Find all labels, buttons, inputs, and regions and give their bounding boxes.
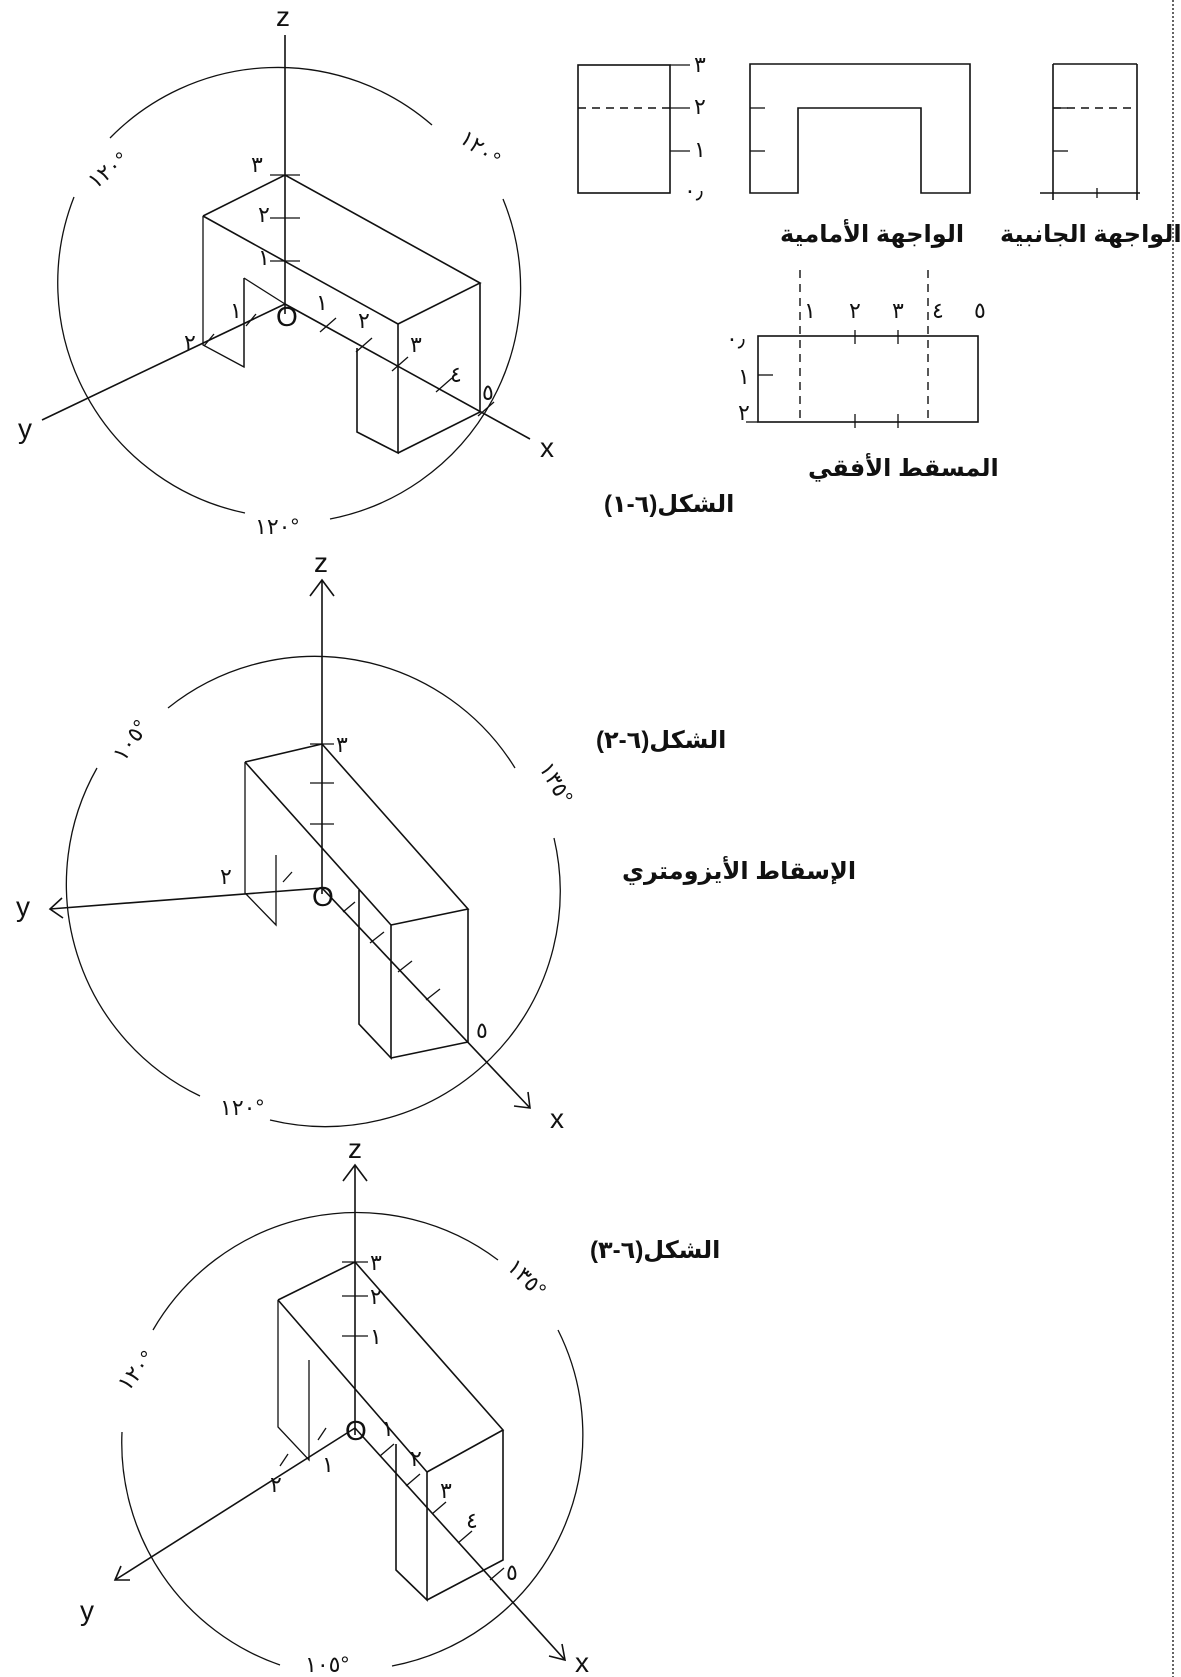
fig3-y-tick-2: ٢ <box>270 1472 282 1497</box>
top-x-tick-4: ٤ <box>932 298 944 323</box>
fig3-x-tick-3: ٣ <box>440 1478 452 1503</box>
fig3-z-tick-2: ٢ <box>370 1284 382 1309</box>
fig1-x-tick-4: ٤ <box>450 362 462 387</box>
figure-1: ١٢٠° ١٢٠° ١٢٠° z x y O ٣ ٢ ١ ١ ٢ ٣ ٤ <box>18 1 734 539</box>
fig2-x-label: x <box>550 1103 564 1134</box>
fig1-y-axis <box>41 303 286 421</box>
front-view-shape <box>749 63 971 194</box>
top-x-tick-2: ٢ <box>849 298 861 323</box>
fig1-x-tick-5: ٥ <box>482 380 494 405</box>
fig3-angle-bottom: ١٠٥° <box>305 1652 349 1677</box>
fig1-y-label: y <box>18 413 32 444</box>
fig1-z-tick-1: ١ <box>258 245 270 270</box>
fig3-z-tick-1: ١ <box>370 1324 382 1349</box>
fig1-caption: الشكل(٦-١) <box>604 491 734 518</box>
side-view-label: الواجهة الجانبية <box>1000 221 1181 248</box>
fig1-angle-bottom: ١٢٠° <box>255 514 299 539</box>
fig2-x-axis <box>321 887 531 1109</box>
fig3-x-axis <box>354 1427 566 1661</box>
isometric-label: الإسقاط الأيزومتري <box>622 856 856 885</box>
fig3-z-tick-3: ٣ <box>370 1250 382 1275</box>
fig2-angle-bottom: ١٢٠° <box>220 1095 264 1120</box>
top-x-tick-1: ١ <box>804 298 816 323</box>
fig1-x-tick-2: ٢ <box>358 308 370 333</box>
fig3-y-label: y <box>80 1595 94 1626</box>
fig3-x-tick-4: ٤ <box>466 1508 478 1533</box>
figure-2: ١٠٥° ١٣٥° ١٢٠° z x y O ٣ ٢ ٥ الشكل(٦-٢) … <box>16 547 856 1134</box>
height-tick-3: ٣ <box>694 52 706 77</box>
fig3-angle-right: ١٣٥° <box>502 1254 551 1303</box>
height-tick-0: ٠٫ <box>684 178 703 203</box>
top-y-tick-1: ١ <box>738 364 750 389</box>
fig3-angle-left: ١٢٠° <box>112 1346 160 1396</box>
fig2-angle-left: ١٠٥° <box>108 715 154 766</box>
fig2-caption: الشكل(٦-٢) <box>596 727 726 754</box>
fig3-z-label: z <box>348 1133 362 1164</box>
fig3-x-label: x <box>575 1647 589 1677</box>
top-y-tick-0: ٠٫ <box>726 326 745 351</box>
top-x-tick-3: ٣ <box>892 298 904 323</box>
fig1-x-tick-1: ١ <box>316 290 328 315</box>
fig3-x-tick-1: ١ <box>382 1416 394 1441</box>
top-y-tick-2: ٢ <box>738 400 750 425</box>
orthographic-views: ٣ ٢ ١ ٠٫ الواجهة الأمامية الواجهة الجانب… <box>577 52 1181 482</box>
fig3-y-axis <box>114 1427 356 1581</box>
fig3-x-tick-5: ٥ <box>506 1560 518 1585</box>
fig1-angle-right: ١٢٠° <box>455 125 505 172</box>
fig2-y-label-2: ٢ <box>220 864 232 889</box>
fig1-x-axis <box>284 303 531 440</box>
fig3-origin: O <box>345 1415 367 1446</box>
height-tick-2: ٢ <box>694 94 706 119</box>
fig2-origin: O <box>312 881 334 912</box>
fig2-angle-right: ١٣٥° <box>534 758 578 809</box>
height-tick-1: ١ <box>694 137 706 162</box>
front-view-label: الواجهة الأمامية <box>780 219 964 248</box>
fig1-y-tick-2: ٢ <box>184 330 196 355</box>
top-view-rect <box>757 335 979 423</box>
fig1-z-label: z <box>276 1 290 32</box>
fig1-angle-left: ١٢٠° <box>83 147 133 194</box>
figure-3: ١٢٠° ١٣٥° ١٠٥° z x y O ٣ ٢ ١ ١ ٢ ٣ ٤ ٥ <box>80 1133 720 1677</box>
fig1-x-label: x <box>540 432 554 463</box>
fig3-caption: الشكل(٦-٣) <box>590 1237 720 1264</box>
fig1-z-tick-2: ٢ <box>258 202 270 227</box>
side-view-left-box <box>577 64 671 194</box>
fig2-z-label: z <box>314 547 328 578</box>
fig1-z-tick-3: ٣ <box>251 152 263 177</box>
fig2-x-label-5: ٥ <box>476 1018 488 1043</box>
fig3-y-tick-1: ١ <box>322 1452 334 1477</box>
fig1-x-tick-3: ٣ <box>410 332 422 357</box>
top-view-label: المسقط الأفقي <box>808 453 999 482</box>
fig3-x-tick-2: ٢ <box>410 1446 422 1471</box>
fig1-origin: O <box>276 301 298 332</box>
fig2-y-axis <box>49 887 323 910</box>
fig2-y-label: y <box>16 891 30 922</box>
fig1-y-tick-1: ١ <box>230 298 242 323</box>
top-x-tick-5: ٥ <box>974 298 986 323</box>
fig2-z-label-3: ٣ <box>336 732 348 757</box>
